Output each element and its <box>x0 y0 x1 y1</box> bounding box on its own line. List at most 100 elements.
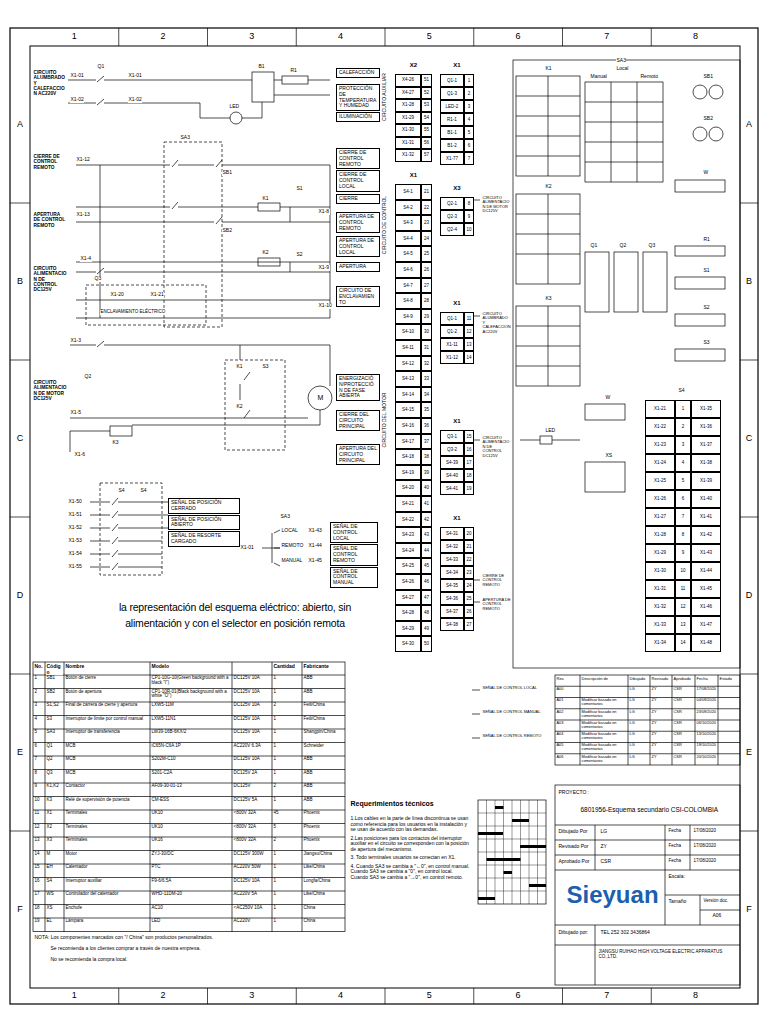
box-text: CIERRE DE CONTROL REMOTO <box>339 150 377 167</box>
table-cell: 6 <box>34 744 44 749</box>
terminal-wire: S4-40 <box>440 469 464 482</box>
table-cell: XS <box>46 906 63 911</box>
grid-number: 8 <box>693 32 699 42</box>
table-cell: 19/10/2020 <box>696 743 717 747</box>
terminal-wire: X1-41 <box>691 508 721 526</box>
table-cell: 20/10/2020 <box>696 755 717 759</box>
terminal-number: 24 <box>464 579 474 592</box>
terminal-number: 32 <box>421 356 432 372</box>
table-cell: Phoenix <box>303 825 344 830</box>
terminal-wire: S4-2 <box>395 200 421 216</box>
table-header: Estado <box>719 677 739 681</box>
terminal-wire: S4-9 <box>395 309 421 325</box>
description-box: SEÑAL DE CONTROL MANUAL <box>330 567 378 588</box>
terminal-wire: X1-47 <box>691 616 721 634</box>
terminal-number: 45 <box>421 558 432 574</box>
wire-label: X1-01 <box>128 73 142 79</box>
terminal-number: 15 <box>464 430 474 443</box>
table-cell: 8 <box>34 771 44 776</box>
terminal-wire: B1-2 <box>440 139 464 152</box>
terminal-number: 29 <box>421 309 432 325</box>
terminal-wire: Q1-3 <box>440 87 464 100</box>
table-cell: LXW5-11N1 <box>151 717 231 722</box>
component-label: Local <box>616 66 629 72</box>
component-label: SB1 <box>703 74 713 80</box>
title-block-text: TEL 252 302 3436864 <box>600 930 650 936</box>
grid-letter: F <box>746 905 753 915</box>
table-cell: CSR <box>673 698 694 702</box>
box-text: SEÑAL DE POSICIÓN CERRADO <box>171 500 237 512</box>
table-cell: K3 <box>46 798 63 803</box>
wire-label: X1-01 <box>70 73 84 79</box>
terminal-number: 51 <box>421 74 432 87</box>
table-cell: 1 <box>273 852 301 857</box>
table-cell: 2 <box>273 703 301 708</box>
table-header: Descripción de <box>581 677 627 681</box>
table-cell: 3 <box>34 703 44 708</box>
wire-label: S1 <box>296 186 303 192</box>
table-cell: Lámpara <box>65 919 149 924</box>
title-block-text: Escala: <box>668 874 685 880</box>
table-header: Rev. <box>556 677 579 681</box>
circuit-name: CIERRE DE CONTROL REMOTO <box>33 154 68 170</box>
table-cell: China <box>303 906 344 911</box>
table-cell: AC220V 6.3A <box>233 744 271 749</box>
description-box: CIERRE <box>336 194 380 204</box>
table-cell: Modificar basado en comentarios <box>581 743 627 751</box>
terminal-label: X1-01 <box>240 545 254 551</box>
terminal-wire: X1-22 <box>645 418 675 436</box>
terminal-number: 31 <box>421 340 432 356</box>
terminal-number: 49 <box>421 621 432 637</box>
terminal-wire: S4-4 <box>395 231 421 247</box>
table-cell: ZY <box>651 710 671 714</box>
terminal-number: 9 <box>464 210 474 223</box>
table-header: Código <box>46 664 63 675</box>
table-header: Modelo <box>151 664 231 670</box>
title-block-text: Versión doc. <box>703 899 729 904</box>
terminal-wire: X1-30 <box>645 562 675 580</box>
table-cell: LG <box>629 698 649 702</box>
table-cell: 23/09/2020 <box>696 710 717 714</box>
terminal-label: X1-55 <box>68 564 82 570</box>
table-cell: 04/09/2020 <box>696 698 717 702</box>
terminal-number: 48 <box>421 605 432 621</box>
terminal-wire: S4-39 <box>440 456 464 469</box>
box-text: SEÑAL DE RESORTE CARGADO <box>171 533 237 545</box>
table-cell: Q1 <box>46 744 63 749</box>
table-cell: DC125V 300W <box>233 852 271 857</box>
terminal-number: 23 <box>421 215 432 231</box>
terminal-wire: X1-28 <box>395 99 421 112</box>
terminal-wire: Q3-2 <box>440 443 464 456</box>
terminal-number: 42 <box>421 512 432 528</box>
component-label: S3 <box>703 340 710 346</box>
table-cell: ZY <box>651 732 671 736</box>
table-cell: ABB <box>303 690 344 695</box>
table-cell: Interruptor de límite por control manual <box>65 717 149 722</box>
circuit-name: CIRCUITO ALIMENTACION DE MOTOR DC125V <box>33 380 68 401</box>
terminal-number: 12 <box>675 598 691 616</box>
table-cell: Phoenix <box>303 838 344 843</box>
component-label: K1 <box>545 66 552 72</box>
table-cell: S3 <box>46 717 63 722</box>
terminal-wire: X1-26 <box>645 490 675 508</box>
terminal-wire: S4-28 <box>395 605 421 621</box>
table-header: Fabricante <box>303 664 344 670</box>
table-cell: Feili/China <box>303 703 344 708</box>
grid-letter: E <box>745 748 752 758</box>
wire-label: K1 <box>262 196 269 202</box>
leader-text: APERTURA DE CONTROL REMOTO <box>482 598 512 611</box>
table-cell: F9-6/6.5A <box>151 879 231 884</box>
terminal-wire: X1-12 <box>440 351 464 364</box>
table-cell: DC125V 2A <box>233 771 271 776</box>
terminal-wire: X1-31 <box>645 580 675 598</box>
terminal-number: 40 <box>421 480 432 496</box>
box-text: ILUMINACIÓN <box>339 114 377 120</box>
description-box: SEÑAL DE RESORTE CARGADO <box>168 531 240 547</box>
terminal-label: LOCAL <box>281 528 298 534</box>
table-cell: S202M-C10 <box>151 757 231 762</box>
terminal-wire: S4-20 <box>395 480 421 496</box>
table-cell: Modificar basado en comentarios <box>581 732 627 740</box>
table-cell: ABB <box>303 771 344 776</box>
wire-label: X1-5 <box>70 410 82 416</box>
title-block-text: Revisado Por <box>558 844 589 850</box>
